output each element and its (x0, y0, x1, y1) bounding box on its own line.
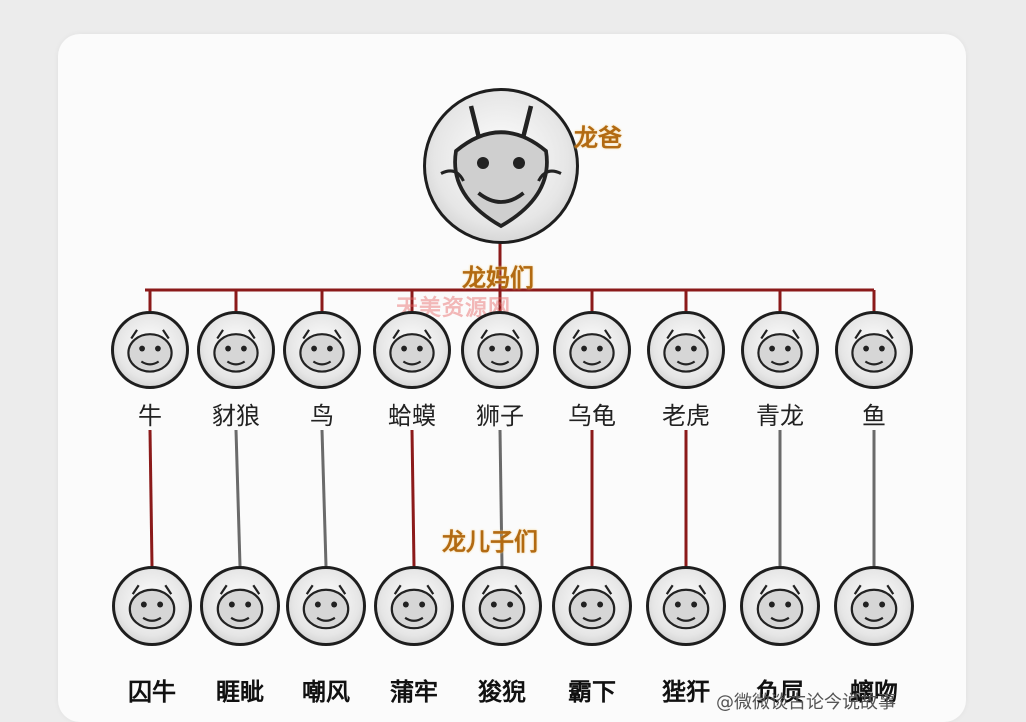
son-label: 狴犴 (662, 678, 710, 706)
mother-label: 青龙 (756, 402, 804, 430)
qiuniu-icon (128, 584, 176, 630)
son-label: 嘲风 (302, 678, 350, 706)
son-medal (552, 566, 632, 646)
son-link-line (498, 429, 504, 567)
tiger-icon (663, 329, 709, 373)
suanni-icon (478, 584, 526, 630)
mother-medal (111, 311, 189, 389)
son-medal (646, 566, 726, 646)
dragon-father-icon (440, 105, 562, 229)
bian-icon (662, 584, 710, 630)
toad-icon (389, 329, 435, 373)
mother-label: 乌龟 (568, 402, 616, 430)
son-medal (740, 566, 820, 646)
mother-label: 鱼 (862, 402, 886, 430)
son-medal (462, 566, 542, 646)
baxia-icon (568, 584, 616, 630)
son-link-line (148, 429, 154, 567)
son-label: 囚牛 (128, 678, 176, 706)
mother-label: 老虎 (662, 402, 710, 430)
son-label: 负屃 (756, 678, 804, 706)
sons-label: 龙儿子们 (442, 528, 538, 556)
son-medal (286, 566, 366, 646)
turtle-icon (569, 329, 615, 373)
dragon-father-medal (423, 88, 579, 244)
bird-icon (299, 329, 345, 373)
mother-medal (647, 311, 725, 389)
son-label: 蒲牢 (390, 678, 438, 706)
mother-medal (373, 311, 451, 389)
mother-label: 牛 (138, 402, 162, 430)
son-medal (374, 566, 454, 646)
son-label: 狻猊 (478, 678, 526, 706)
mothers-label: 龙妈们 (462, 264, 534, 292)
mother-medal (283, 311, 361, 389)
azure-dragon-icon (757, 329, 803, 373)
chiwen-icon (850, 584, 898, 630)
fish-icon (851, 329, 897, 373)
mother-medal (741, 311, 819, 389)
yazi-icon (216, 584, 264, 630)
lion-icon (477, 329, 523, 373)
mother-medal (461, 311, 539, 389)
mother-label: 鸟 (310, 402, 334, 430)
son-medal (112, 566, 192, 646)
ox-icon (127, 329, 173, 373)
author-credit: @微微谈古论今说故事 (716, 692, 896, 713)
son-medal (200, 566, 280, 646)
father-label: 龙爸 (574, 124, 622, 152)
pulao-icon (390, 584, 438, 630)
son-label: 睚眦 (216, 678, 264, 706)
mother-label: 狮子 (476, 402, 524, 430)
son-medal (834, 566, 914, 646)
fuxi-icon (756, 584, 804, 630)
mother-medal (553, 311, 631, 389)
jackal-icon (213, 329, 259, 373)
son-link-line (410, 429, 416, 567)
son-link-line (320, 429, 328, 567)
son-label: 螭吻 (850, 678, 898, 706)
mother-label: 豺狼 (212, 402, 260, 430)
mother-medal (197, 311, 275, 389)
mother-medal (835, 311, 913, 389)
mother-label: 蛤蟆 (388, 402, 436, 430)
son-label: 霸下 (568, 678, 616, 706)
chaofeng-icon (302, 584, 350, 630)
son-link-line (234, 429, 242, 567)
